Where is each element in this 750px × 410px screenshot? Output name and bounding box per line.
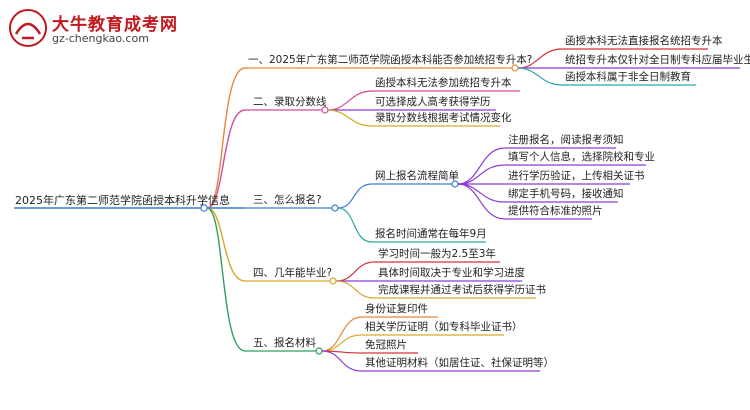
branch-3-sub-1: 网上报名流程简单: [375, 170, 459, 182]
branch-5-child-3: 免冠照片: [365, 339, 407, 351]
branch-4-label: 四、几年能毕业?: [253, 267, 333, 279]
branch-5-child-2: 相关学历证明（如专科毕业证书）: [365, 321, 523, 333]
branch-1-child-3: 函授本科属于非全日制教育: [565, 71, 691, 83]
branch-3-sub-1-item-5: 提供符合标准的照片: [508, 205, 603, 217]
branch-5-label: 五、报名材料: [253, 337, 316, 349]
branch-1-label: 一、2025年广东第二师范学院函授本科能否参加统招专升本?: [248, 54, 533, 66]
branch-2-label: 二、录取分数线: [253, 96, 327, 108]
branch-3-label: 三、怎么报名?: [253, 194, 322, 206]
branch-3-sub-2: 报名时间通常在每年9月: [375, 228, 487, 240]
branch-4-child-3: 完成课程并通过考试后获得学历证书: [378, 284, 546, 296]
branch-2-child-3: 录取分数线根据考试情况变化: [375, 112, 512, 124]
branch-1-child-2: 统招专升本仅针对全日制专科应届毕业生: [565, 54, 750, 66]
branch-3-sub-1-item-2: 填写个人信息，选择院校和专业: [508, 151, 655, 163]
site-logo: 大牛教育成考网 gz-chengkao.com: [8, 8, 178, 50]
branch-3-sub-1-item-4: 绑定手机号码，接收通知: [508, 188, 624, 200]
branch-3-sub-1-item-1: 注册报名，阅读报考须知: [508, 134, 624, 146]
branch-5-child-4: 其他证明材料（如居住证、社保证明等）: [365, 357, 554, 369]
branch-4-child-2: 具体时间取决于专业和学习进度: [378, 267, 525, 279]
branch-3-sub-1-item-3: 进行学历验证，上传相关证书: [508, 170, 645, 182]
branch-4-child-1: 学习时间一般为2.5至3年: [378, 248, 496, 260]
branch-1-child-1: 函授本科无法直接报名统招专升本: [565, 35, 723, 47]
logo-mark-icon: [9, 9, 47, 47]
root-node: 2025年广东第二师范学院函授本科升学信息: [15, 194, 230, 207]
logo-url: gz-chengkao.com: [52, 32, 149, 45]
logo-title: 大牛教育成考网: [52, 15, 178, 35]
branch-2-child-2: 可选择成人高考获得学历: [375, 96, 491, 108]
branch-2-child-1: 函授本科无法参加统招专升本: [375, 77, 512, 89]
branch-5-child-1: 身份证复印件: [365, 303, 428, 315]
